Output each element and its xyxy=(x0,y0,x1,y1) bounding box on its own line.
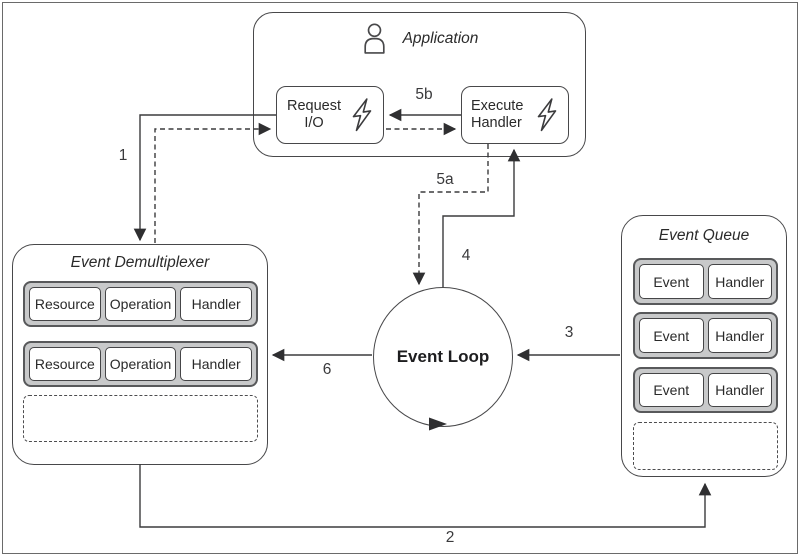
event-cell: Event xyxy=(639,264,704,299)
user-icon xyxy=(361,23,388,54)
application-title: Application xyxy=(402,29,479,47)
execute-handler-box: Execute Handler xyxy=(461,86,569,144)
request-io-label: Request I/O xyxy=(286,98,341,131)
event-loop-circle: Event Loop xyxy=(373,287,513,427)
step-label-1: 1 xyxy=(118,147,128,164)
demux-row: Resource Operation Handler xyxy=(23,281,258,327)
handler-cell: Handler xyxy=(707,373,772,407)
step-label-2: 2 xyxy=(445,529,455,546)
event-loop-label: Event Loop xyxy=(396,347,490,366)
handler-cell: Handler xyxy=(707,264,772,299)
arrow-step4 xyxy=(442,148,521,287)
step-label-6: 6 xyxy=(322,361,332,378)
resource-cell: Resource xyxy=(29,347,101,381)
event-demultiplexer-title: Event Demultiplexer xyxy=(70,254,210,271)
lightning-icon xyxy=(534,98,560,132)
event-cell: Event xyxy=(639,318,704,353)
queue-empty-slot xyxy=(633,422,778,470)
queue-row: Event Handler xyxy=(633,312,778,359)
operation-cell: Operation xyxy=(104,347,177,381)
operation-cell: Operation xyxy=(104,287,177,321)
step-label-4: 4 xyxy=(461,247,471,264)
request-io-box: Request I/O xyxy=(276,86,384,144)
handler-cell: Handler xyxy=(707,318,772,353)
arrow-step2 xyxy=(139,464,712,528)
event-queue-title: Event Queue xyxy=(658,227,750,244)
demux-empty-slot xyxy=(23,395,258,442)
event-cell: Event xyxy=(639,373,704,407)
execute-handler-label: Execute Handler xyxy=(471,98,524,131)
step-label-5b: 5b xyxy=(415,86,433,103)
arrow-step5a xyxy=(412,144,489,286)
queue-row: Event Handler xyxy=(633,367,778,413)
step-label-3: 3 xyxy=(564,324,574,341)
lightning-icon xyxy=(349,98,375,132)
handler-cell: Handler xyxy=(180,287,253,321)
arrow-demux-to-request-dashed xyxy=(154,122,272,243)
handler-cell: Handler xyxy=(180,347,253,381)
step-label-5a: 5a xyxy=(436,171,454,188)
queue-row: Event Handler xyxy=(633,258,778,305)
resource-cell: Resource xyxy=(29,287,101,321)
demux-row: Resource Operation Handler xyxy=(23,341,258,387)
application-header: Application xyxy=(254,13,585,54)
